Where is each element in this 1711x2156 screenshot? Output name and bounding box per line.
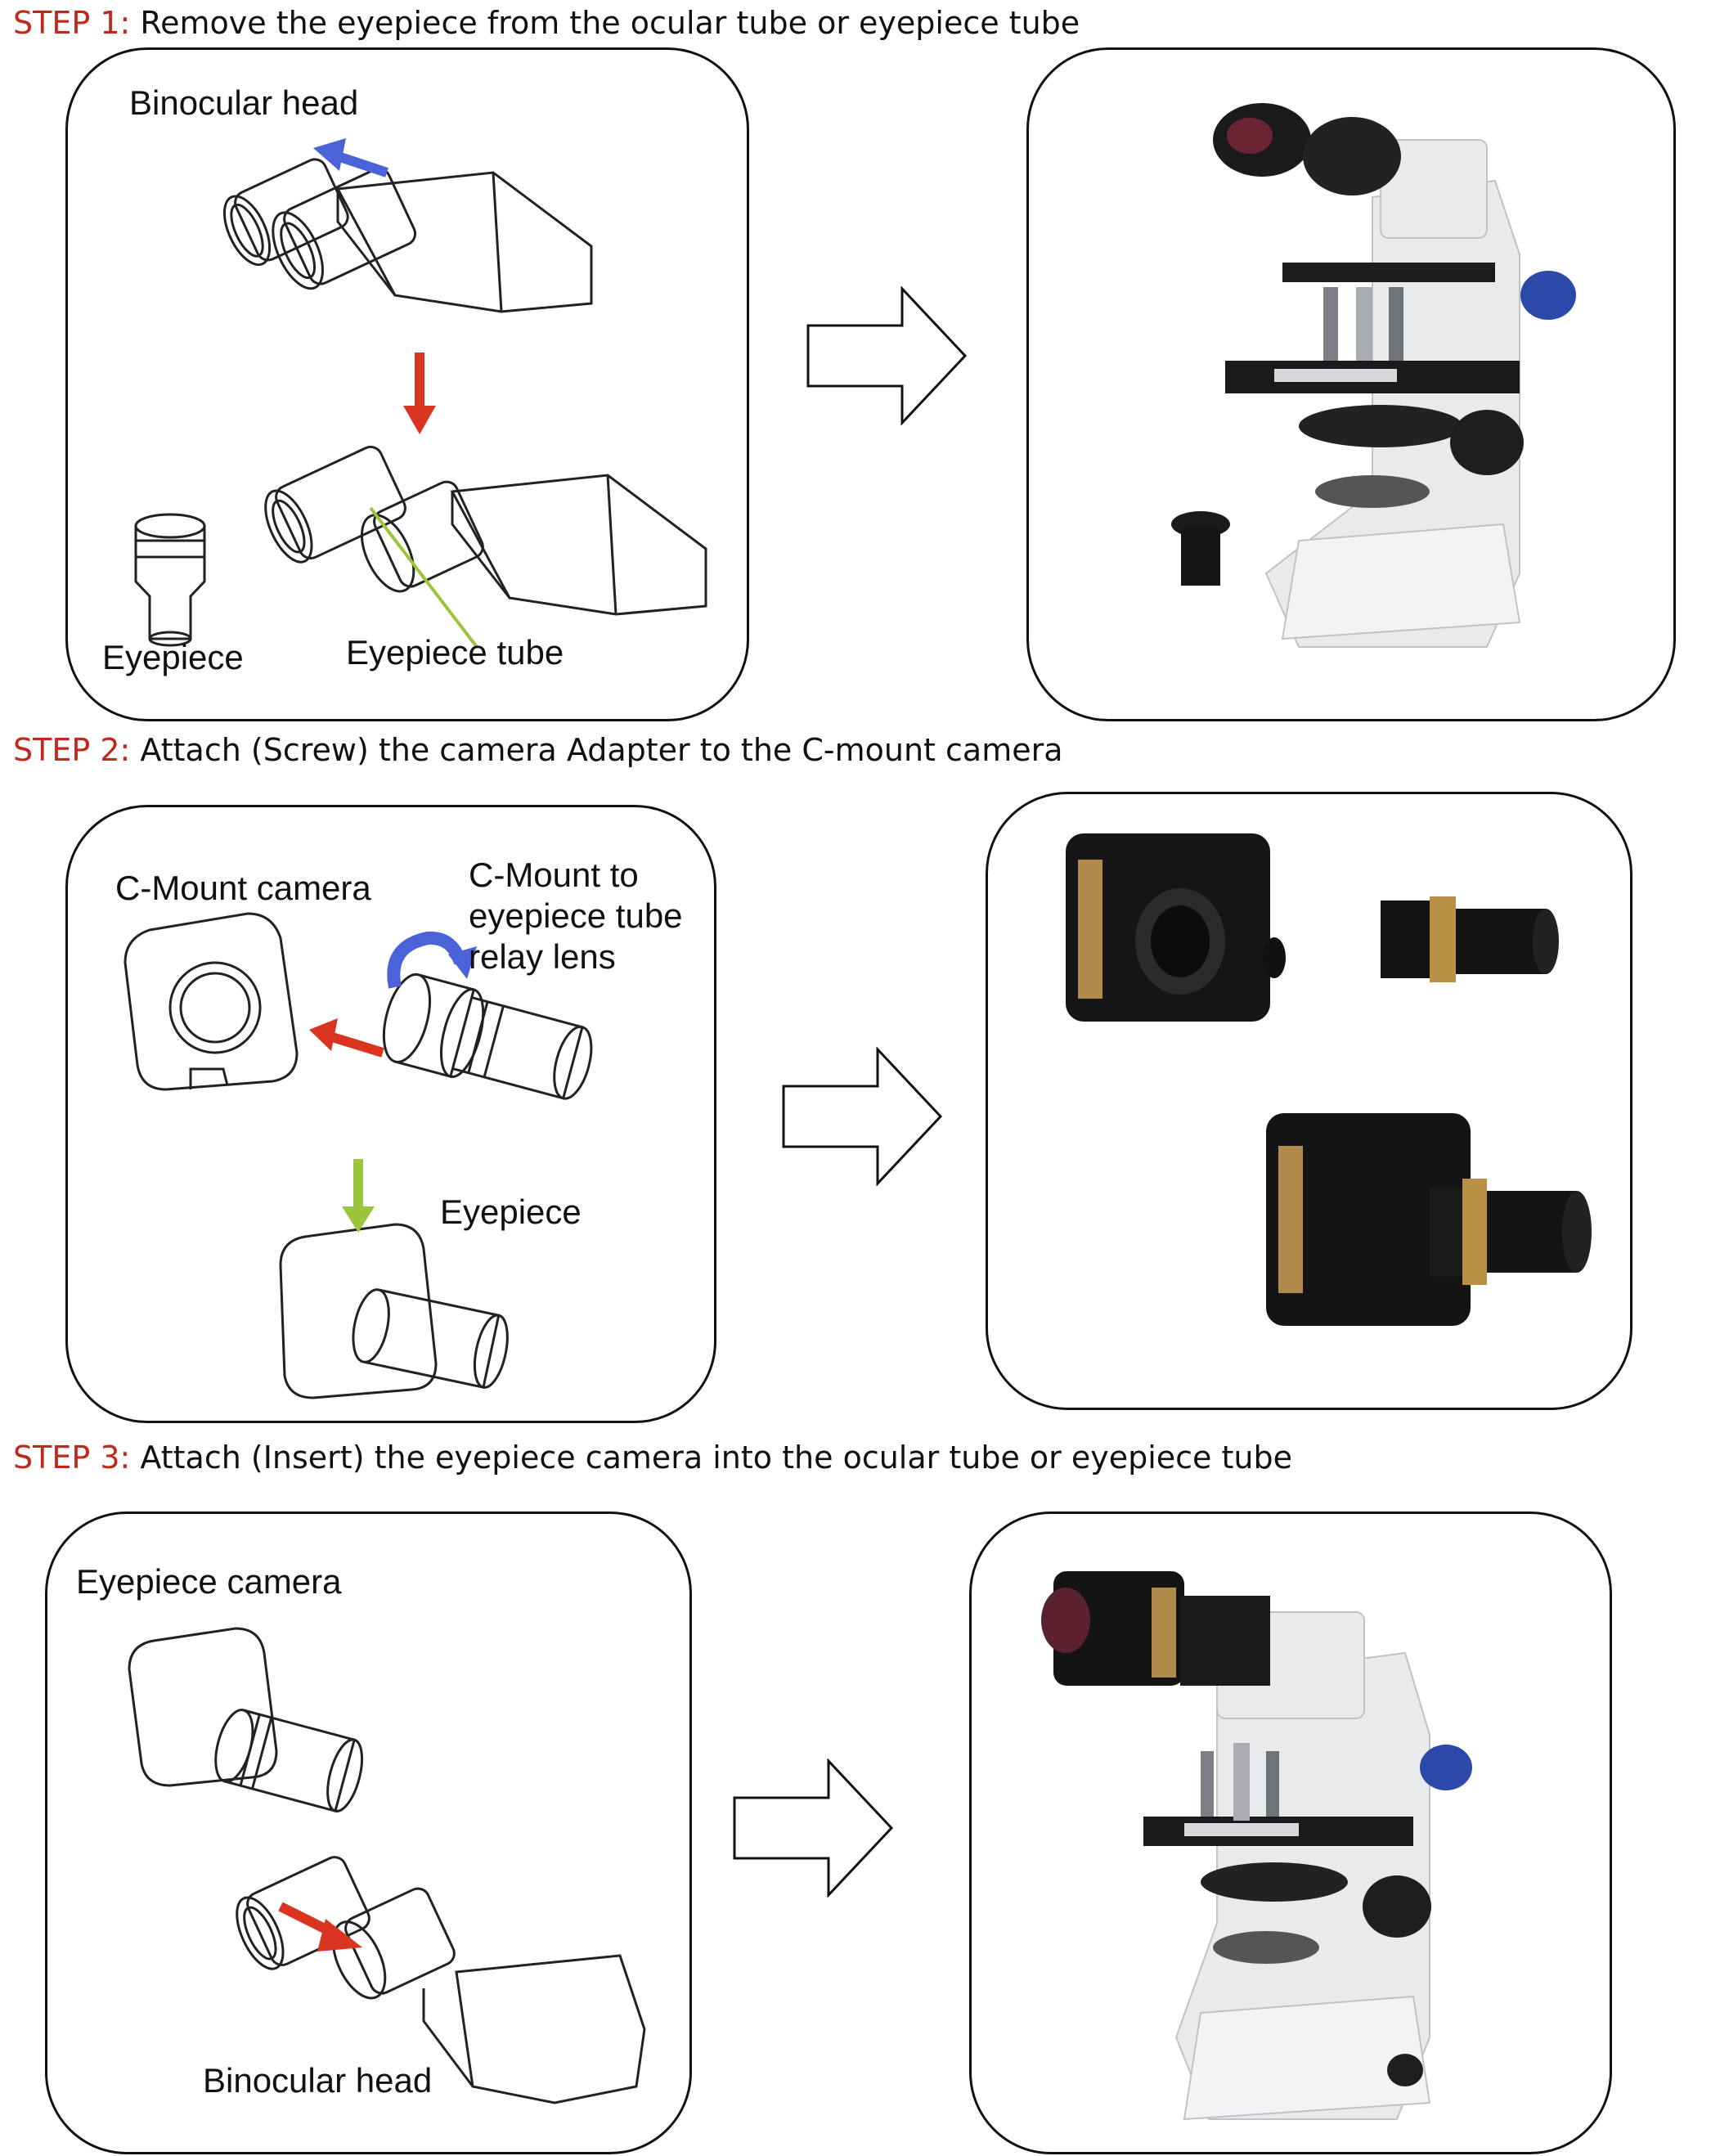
microscope-photo [1171, 103, 1576, 648]
step-3-text: Attach (Insert) the eyepiece camera into… [130, 1440, 1292, 1476]
step-2-text: Attach (Screw) the camera Adapter to the… [130, 732, 1063, 768]
relay-lens-drawing [382, 972, 593, 1100]
green-down-arrow-icon [342, 1159, 375, 1233]
green-pointer-line [369, 506, 478, 649]
binocular-head-caption: Binocular head [203, 2061, 433, 2100]
outline-right-arrow-icon [782, 1047, 943, 1186]
step-1-text: Remove the eyepiece from the ocular tube… [130, 5, 1080, 41]
step-3-photo-panel [969, 1511, 1612, 2154]
camera-drawing [123, 912, 593, 1399]
red-insert-arrow-icon [278, 1902, 362, 1952]
blue-arrow-icon [313, 138, 388, 177]
red-down-arrow-icon [403, 353, 436, 434]
relay-lens-caption-1: C-Mount to [469, 856, 639, 894]
eyepiece-caption: Eyepiece [102, 638, 244, 676]
eyepiece-caption: Eyepiece [440, 1193, 582, 1231]
step-2-photo-panel [986, 792, 1632, 1410]
step-2-title: STEP 2: Attach (Screw) the camera Adapte… [13, 732, 1063, 768]
eyepiece-camera-caption: Eyepiece camera [76, 1562, 342, 1601]
cmount-camera-caption: C-Mount camera [115, 869, 371, 907]
relay-lens-caption-2: eyepiece tube [469, 896, 683, 935]
binocular-head-drawing [128, 1627, 646, 2104]
red-left-arrow-icon [309, 1018, 384, 1058]
blue-rotate-arrow-icon [387, 931, 467, 989]
eyepiece-photo [1171, 511, 1230, 586]
step-3-title: STEP 3: Attach (Insert) the eyepiece cam… [13, 1440, 1292, 1476]
step-3-label: STEP 3: [13, 1440, 131, 1476]
binocular-head-caption: Binocular head [129, 83, 359, 122]
outline-right-arrow-icon [733, 1758, 894, 1898]
camera-photo [1066, 833, 1592, 1326]
microscope-photo [1041, 1571, 1472, 2121]
eyepiece-tube-caption: Eyepiece tube [346, 633, 564, 672]
relay-lens-caption-3: relay lens [469, 937, 616, 976]
step-1-title: STEP 1: Remove the eyepiece from the ocu… [13, 5, 1080, 41]
step-2-label: STEP 2: [13, 732, 131, 768]
binocular-head-drawing [134, 138, 707, 649]
step-1-photo-panel [1026, 47, 1676, 721]
step-3-diagram-panel: Eyepiece camera Binocular head [45, 1511, 692, 2154]
step-1-label: STEP 1: [13, 5, 131, 41]
step-1-diagram-panel: Binocular head Eyepiece Eyepiece tube [65, 47, 749, 721]
eyepiece-drawing [134, 513, 206, 647]
outline-right-arrow-icon [806, 286, 968, 425]
step-2-diagram-panel: C-Mount camera C-Mount to eyepiece tube … [65, 805, 716, 1423]
